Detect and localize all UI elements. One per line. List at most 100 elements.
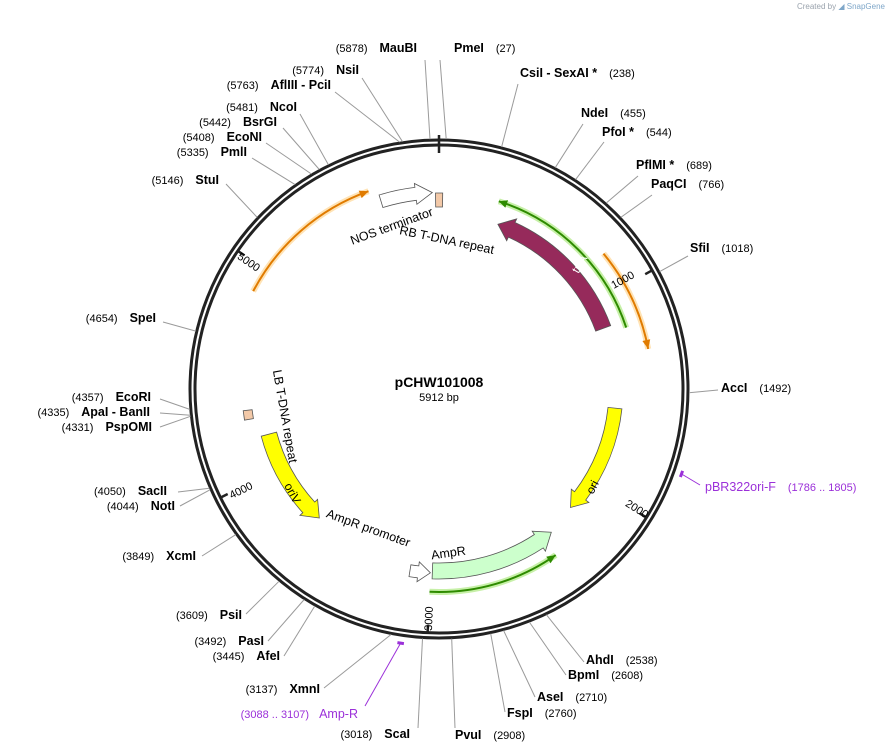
site-leader-line: [282, 127, 320, 170]
site-label: AseI(2710): [537, 690, 607, 704]
site-scai[interactable]: (3018)ScaI: [340, 638, 423, 742]
site-position: (3137): [246, 684, 278, 696]
site-bpmi[interactable]: BpmI(2608): [528, 621, 643, 682]
site-name: AseI: [537, 690, 563, 704]
primer-pbr322ori-f[interactable]: pBR322ori-F(1786 .. 1805): [678, 470, 856, 494]
feature-ampr[interactable]: [431, 530, 552, 580]
site-pfoi[interactable]: PfoI *(544): [575, 125, 672, 180]
site-leader-line: [162, 321, 196, 332]
primer-layer: pBR322ori-F(1786 .. 1805) (3088 .. 3107)A…: [241, 470, 856, 721]
primer-name: Amp-R: [319, 707, 358, 721]
tick-label-3000: 3000: [423, 606, 436, 631]
orf-arrowhead: [642, 339, 651, 349]
site-leader-line: [159, 412, 191, 416]
feature-rb-t-dna-repeat[interactable]: [435, 192, 444, 208]
feature-label-ampr[interactable]: AmpR: [430, 544, 466, 563]
site-fspi[interactable]: FspI(2760): [490, 633, 577, 720]
orf-4[interactable]: [429, 554, 557, 594]
site-position: (3018): [340, 729, 372, 741]
site-leader-line: [659, 255, 689, 273]
site-position: (2760): [545, 708, 577, 720]
site-leader-line: [417, 638, 423, 729]
feature-label-rb-tdna[interactable]: RB T-DNA repeat: [398, 223, 496, 257]
site-position: (766): [698, 179, 724, 191]
site-leader-line: [575, 141, 605, 180]
site-apai-banii[interactable]: (4335)ApaI - BanII: [37, 405, 191, 419]
site-position: (4044): [107, 501, 139, 513]
site-ecori[interactable]: (4357)EcoRI: [72, 390, 190, 410]
site-position: (1018): [721, 243, 753, 255]
site-label: (4357)EcoRI: [72, 390, 151, 404]
feature-ampr-promoter[interactable]: [408, 561, 432, 583]
site-asei[interactable]: AseI(2710): [503, 630, 608, 705]
site-nsii[interactable]: (5774)NsiI: [292, 63, 403, 142]
site-pmei[interactable]: PmeI(27): [439, 41, 515, 140]
feature-trfa[interactable]: [497, 218, 612, 332]
site-name: PsiI: [220, 608, 242, 622]
site-afliii-pcii[interactable]: (5763)AflIII - PciI: [227, 78, 400, 143]
site-position: (3492): [194, 636, 226, 648]
site-position: (4654): [86, 313, 118, 325]
feature-label-ampr-promoter[interactable]: AmpR promoter: [325, 507, 413, 550]
site-acci[interactable]: AccI(1492): [688, 381, 791, 395]
orf-1[interactable]: [498, 200, 628, 328]
site-xcmi[interactable]: (3849)XcmI: [122, 534, 237, 563]
site-afei[interactable]: (3445)AfeI: [213, 605, 316, 663]
site-ncoi[interactable]: (5481)NcoI: [226, 100, 329, 166]
site-label: (3018)ScaI: [340, 727, 410, 741]
site-position: (5408): [183, 132, 215, 144]
site-leader-line: [688, 389, 719, 394]
tick-mark-4000: [219, 492, 229, 499]
site-pasi[interactable]: (3492)PasI: [194, 599, 305, 649]
primer-amp-r[interactable]: (3088 .. 3107)Amp-R: [241, 641, 405, 721]
site-name: AhdI: [586, 653, 614, 667]
site-name: PfoI *: [602, 125, 634, 139]
site-name: XcmI: [166, 549, 196, 563]
site-position: (5146): [152, 175, 184, 187]
feature-ori[interactable]: [570, 406, 623, 509]
site-pvui[interactable]: PvuI(2908): [451, 638, 526, 742]
primer-site-mark: [678, 470, 685, 478]
feature-lb-t-dna-repeat[interactable]: [242, 409, 254, 421]
site-pspomi[interactable]: (4331)PspOMI: [62, 415, 191, 434]
site-name: PaqCI: [651, 177, 686, 191]
site-psii[interactable]: (3609)PsiI: [176, 580, 280, 622]
site-pmli[interactable]: (5335)PmlI: [177, 145, 296, 186]
site-label: PfoI *(544): [602, 125, 672, 139]
site-leader-line: [605, 175, 639, 204]
snapgene-credit: Created by ◢ SnapGene: [797, 2, 885, 11]
site-leader-line: [179, 489, 211, 507]
plasmid-name: pCHW101008: [395, 374, 484, 390]
site-paqci[interactable]: PaqCI (766): [620, 177, 724, 218]
site-name: AfeI: [256, 649, 280, 663]
orf-arrowhead: [358, 190, 369, 199]
site-stui[interactable]: (5146)StuI: [152, 173, 258, 218]
site-spei[interactable]: (4654)SpeI: [86, 311, 196, 332]
tick-label-5000: 5000: [235, 251, 262, 275]
feature-label-ori[interactable]: ori: [583, 478, 602, 496]
site-csii-sexai[interactable]: CsiI - SexAI *(238): [501, 66, 635, 148]
site-bsrgi[interactable]: (5442)BsrGI: [199, 115, 320, 170]
site-noti[interactable]: (4044)NotI: [107, 489, 211, 513]
site-label: (4654)SpeI: [86, 311, 156, 325]
site-pflmi[interactable]: PflMI *(689): [605, 158, 712, 204]
feature-nos-terminator[interactable]: [378, 182, 434, 209]
primer-leader-line: [681, 473, 701, 486]
site-label: (3445)AfeI: [213, 649, 280, 663]
site-label: (4050)SacII: [94, 484, 167, 498]
site-sacii[interactable]: (4050)SacII: [94, 484, 210, 498]
site-ndei[interactable]: NdeI(455): [554, 106, 646, 168]
site-sfii[interactable]: SfiI(1018): [659, 241, 754, 273]
site-name: NsiI: [336, 63, 359, 77]
site-econi[interactable]: (5408) EcoNI: [183, 130, 312, 175]
site-name: EcoNI: [227, 130, 262, 144]
orf-2[interactable]: [602, 252, 650, 350]
orf-3[interactable]: [252, 190, 369, 292]
feature-oriv[interactable]: [260, 431, 320, 519]
site-xmni[interactable]: (3137)XmnI: [246, 634, 392, 696]
site-leader-line: [554, 123, 584, 168]
site-maubi[interactable]: (5878)MauBI: [336, 41, 431, 140]
site-leader-line: [159, 398, 190, 410]
site-ahdi[interactable]: AhdI(2538): [546, 614, 658, 667]
site-label: (3492)PasI: [194, 634, 264, 648]
